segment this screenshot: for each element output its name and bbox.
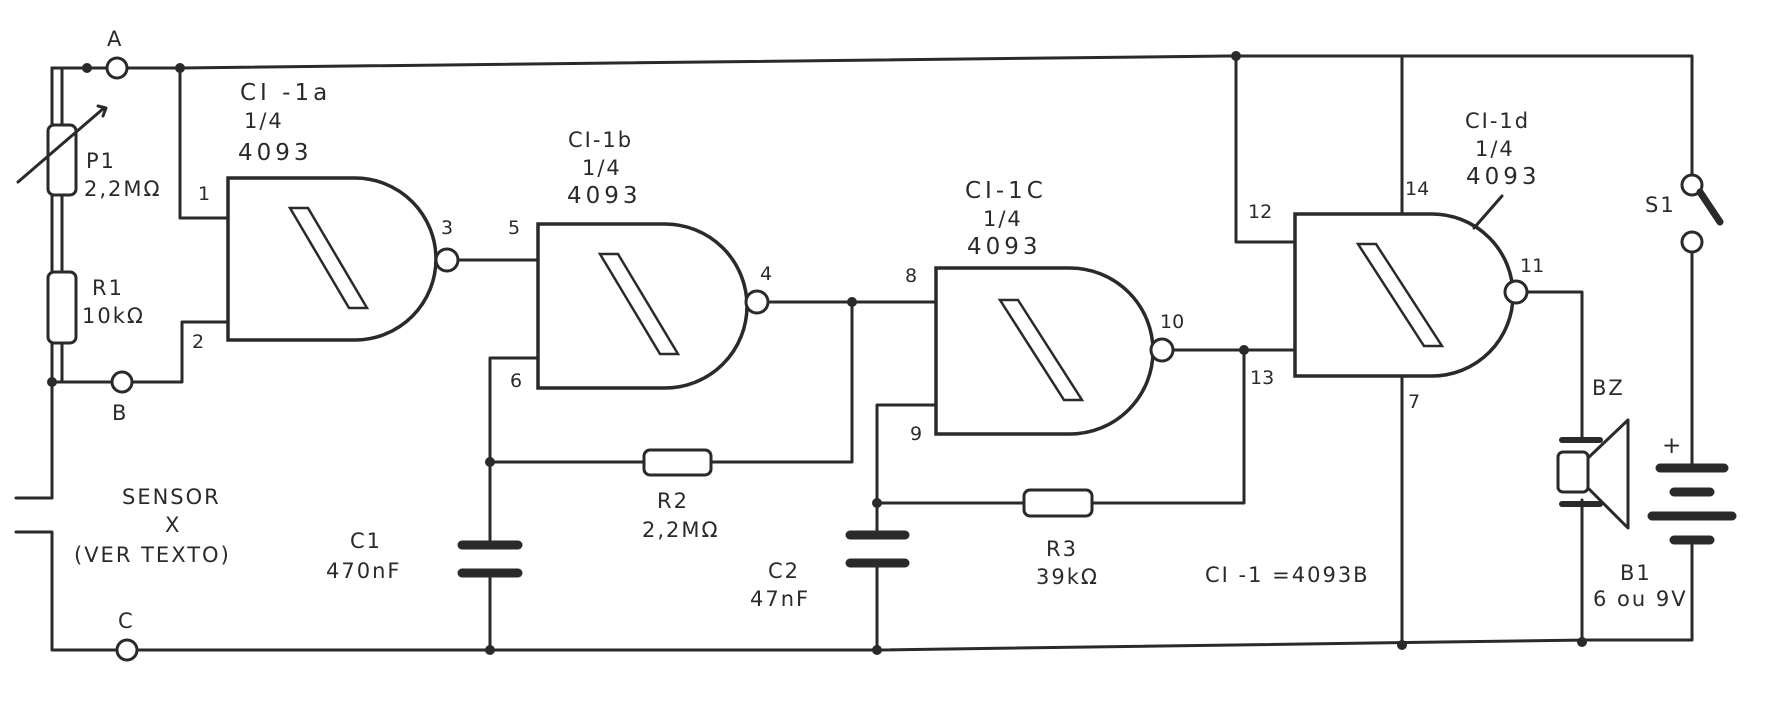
gate-c-part: 4093	[967, 234, 1042, 260]
pin-14: 14	[1405, 178, 1429, 200]
gate-b-name: CI-1b	[568, 128, 633, 152]
junction-dots	[47, 51, 1587, 655]
sensor-line2: X	[165, 513, 181, 537]
r1-value: 10kΩ	[82, 304, 145, 328]
gate-a-fraction: 1/4	[244, 109, 284, 133]
b1-ref: B1	[1620, 561, 1652, 585]
b1-value: 6 ou 9V	[1593, 587, 1688, 611]
sensor-line3: (VER TEXTO)	[74, 543, 231, 567]
switch-s1: S1	[1645, 173, 1724, 254]
gate-d-fraction: 1/4	[1475, 137, 1515, 161]
gate-a-part: 4093	[238, 140, 313, 166]
r3-ref: R3	[1046, 537, 1078, 561]
p1-value: 2,2MΩ	[84, 177, 162, 201]
nand-gate-d: CI-1d 1/4 4093	[1293, 109, 1541, 378]
nand-gate-a: CI -1a 1/4 4093	[226, 80, 460, 342]
pin-numbers: 1 2 3 4 5 6 7 8 9 10 11 12 13 14	[192, 178, 1544, 445]
pin-13: 13	[1250, 367, 1274, 389]
gate-a-name: CI -1a	[240, 80, 331, 106]
pin-2: 2	[192, 331, 204, 353]
b1-polarity: +	[1662, 433, 1685, 459]
s1-ref: S1	[1645, 193, 1676, 217]
pin-3: 3	[441, 217, 453, 239]
r2-value: 2,2MΩ	[642, 518, 720, 542]
pin-9: 9	[910, 423, 922, 445]
c1-value: 470nF	[326, 559, 401, 583]
terminal-a: A	[105, 27, 129, 80]
sensor-note: SENSOR X (VER TEXTO)	[74, 485, 231, 567]
gate-d-part: 4093	[1466, 164, 1541, 190]
nand-gate-c: CI-1C 1/4 4093	[934, 178, 1175, 436]
capacitor-c2: C2 47nF	[750, 530, 910, 611]
terminal-b-label: B	[112, 401, 128, 425]
gate-b-part: 4093	[567, 183, 642, 209]
r3-value: 39kΩ	[1036, 565, 1099, 589]
terminal-b: B	[110, 370, 134, 425]
pin-6: 6	[510, 370, 522, 392]
buzzer-bz: BZ	[1556, 376, 1630, 530]
pin-8: 8	[905, 265, 917, 287]
ic-note: CI -1 =4093B	[1205, 563, 1370, 587]
resistor-r1: R1 10kΩ	[46, 270, 145, 345]
gate-c-name: CI-1C	[965, 178, 1047, 204]
resistor-r2: R2 2,2MΩ	[642, 448, 720, 542]
sensor-line1: SENSOR	[122, 485, 221, 509]
pin-1: 1	[198, 183, 210, 205]
terminal-a-label: A	[107, 27, 123, 51]
r1-ref: R1	[92, 276, 124, 300]
r2-ref: R2	[657, 489, 689, 513]
p1-ref: P1	[86, 149, 116, 173]
c2-ref: C2	[768, 559, 800, 583]
gate-c-fraction: 1/4	[983, 207, 1023, 231]
pin-7: 7	[1408, 391, 1420, 413]
c1-ref: C1	[350, 529, 382, 553]
resistor-r3: R3 39kΩ	[1022, 488, 1099, 589]
pin-12: 12	[1248, 201, 1272, 223]
nand-gate-b: CI-1b 1/4 4093	[536, 128, 770, 390]
pin-4: 4	[760, 263, 772, 285]
c2-value: 47nF	[750, 587, 810, 611]
gate-d-name: CI-1d	[1465, 109, 1530, 133]
pin-11: 11	[1520, 255, 1544, 277]
pin-5: 5	[508, 217, 520, 239]
gate-b-fraction: 1/4	[582, 156, 622, 180]
capacitor-c1: C1 470nF	[326, 529, 523, 583]
battery-b1: + B1 6 ou 9V	[1593, 433, 1737, 611]
terminal-c-label: C	[118, 609, 135, 633]
terminal-c: C	[115, 609, 139, 662]
bz-ref: BZ	[1592, 376, 1625, 400]
potentiometer-p1: P1 2,2MΩ	[16, 104, 162, 201]
pin-10: 10	[1160, 311, 1184, 333]
